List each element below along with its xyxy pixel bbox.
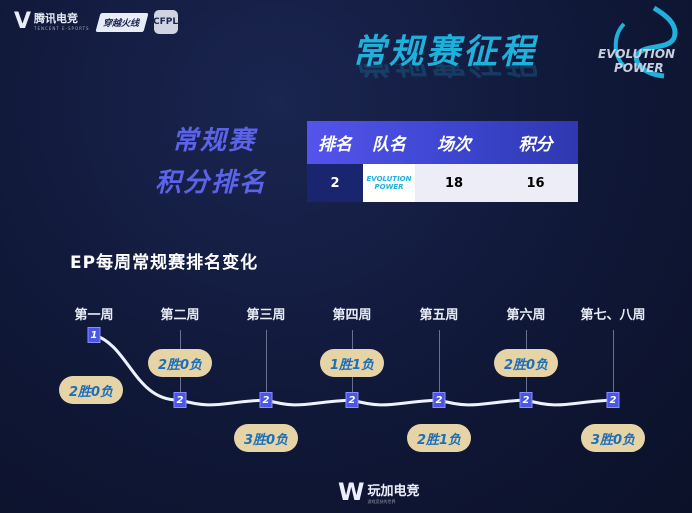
footer-slogan: 游戏竞技的世界	[367, 498, 396, 504]
league-logo: CFPL	[153, 10, 178, 34]
rank-marker: 2	[606, 392, 620, 408]
chart-title: EP每周常规赛排名变化	[70, 253, 259, 273]
standings-title-line2: 积分排名	[155, 168, 268, 198]
rank-marker: 2	[259, 392, 273, 408]
week-guide-line	[266, 330, 267, 400]
week-record-pill: 1胜1负	[320, 349, 384, 377]
rank-marker: 2	[519, 392, 533, 408]
week-label: 第六周	[506, 308, 546, 323]
cell-rank: 2	[307, 164, 363, 202]
week-label: 第三周	[246, 308, 286, 323]
cell-team-logo: EVOLUTION POWER	[363, 164, 415, 202]
week-record-pill: 3胜0负	[234, 424, 298, 452]
page-title: 常规赛征程	[352, 32, 537, 72]
header-matches: 场次	[437, 135, 471, 155]
week-label: 第四周	[332, 308, 372, 323]
header-points: 积分	[518, 135, 553, 155]
standings-table: 排名 队名 场次 积分 2 EVOLUTION POWER 18 16	[307, 121, 578, 202]
standings-title-line1: 常规赛	[172, 126, 257, 156]
rank-marker: 2	[432, 392, 446, 408]
team-dragon-logo: EVOLUTION POWER	[598, 5, 678, 79]
week-record-pill: 2胜0负	[59, 376, 123, 404]
header-team: 队名	[372, 135, 406, 155]
week-label: 第二周	[160, 308, 200, 323]
week-label: 第一周	[74, 308, 114, 323]
week-record-pill: 2胜0负	[148, 349, 212, 377]
rank-marker: 2	[345, 392, 359, 408]
week-guide-line	[613, 330, 614, 400]
v-logo-icon: V	[14, 9, 32, 34]
brand-sub: TENCENT E-SPORTS	[34, 25, 90, 31]
header-rank: 排名	[318, 135, 352, 155]
week-record-pill: 2胜1负	[407, 424, 471, 452]
svg-text:EVOLUTION: EVOLUTION	[598, 47, 675, 61]
table-row: 2 EVOLUTION POWER 18 16	[307, 164, 578, 202]
footer-logo: W 玩加电竞游戏竞技的世界	[338, 478, 420, 506]
rank-marker: 1	[87, 327, 101, 343]
rank-marker: 2	[173, 392, 187, 408]
week-guide-line	[439, 330, 440, 400]
cell-matches: 18	[444, 175, 464, 191]
footer-brand: 玩加电竞	[367, 483, 420, 499]
week-record-pill: 2胜0负	[494, 349, 558, 377]
week-record-pill: 3胜0负	[581, 424, 645, 452]
week-label: 第七、八周	[580, 308, 646, 323]
week-label: 第五周	[419, 308, 459, 323]
svg-text:POWER: POWER	[614, 61, 664, 75]
w-logo-icon: W	[338, 478, 365, 506]
brand-name: 腾讯电竞	[34, 12, 79, 26]
cell-points: 16	[526, 175, 545, 191]
table-header: 排名 队名 场次 积分	[307, 121, 578, 164]
